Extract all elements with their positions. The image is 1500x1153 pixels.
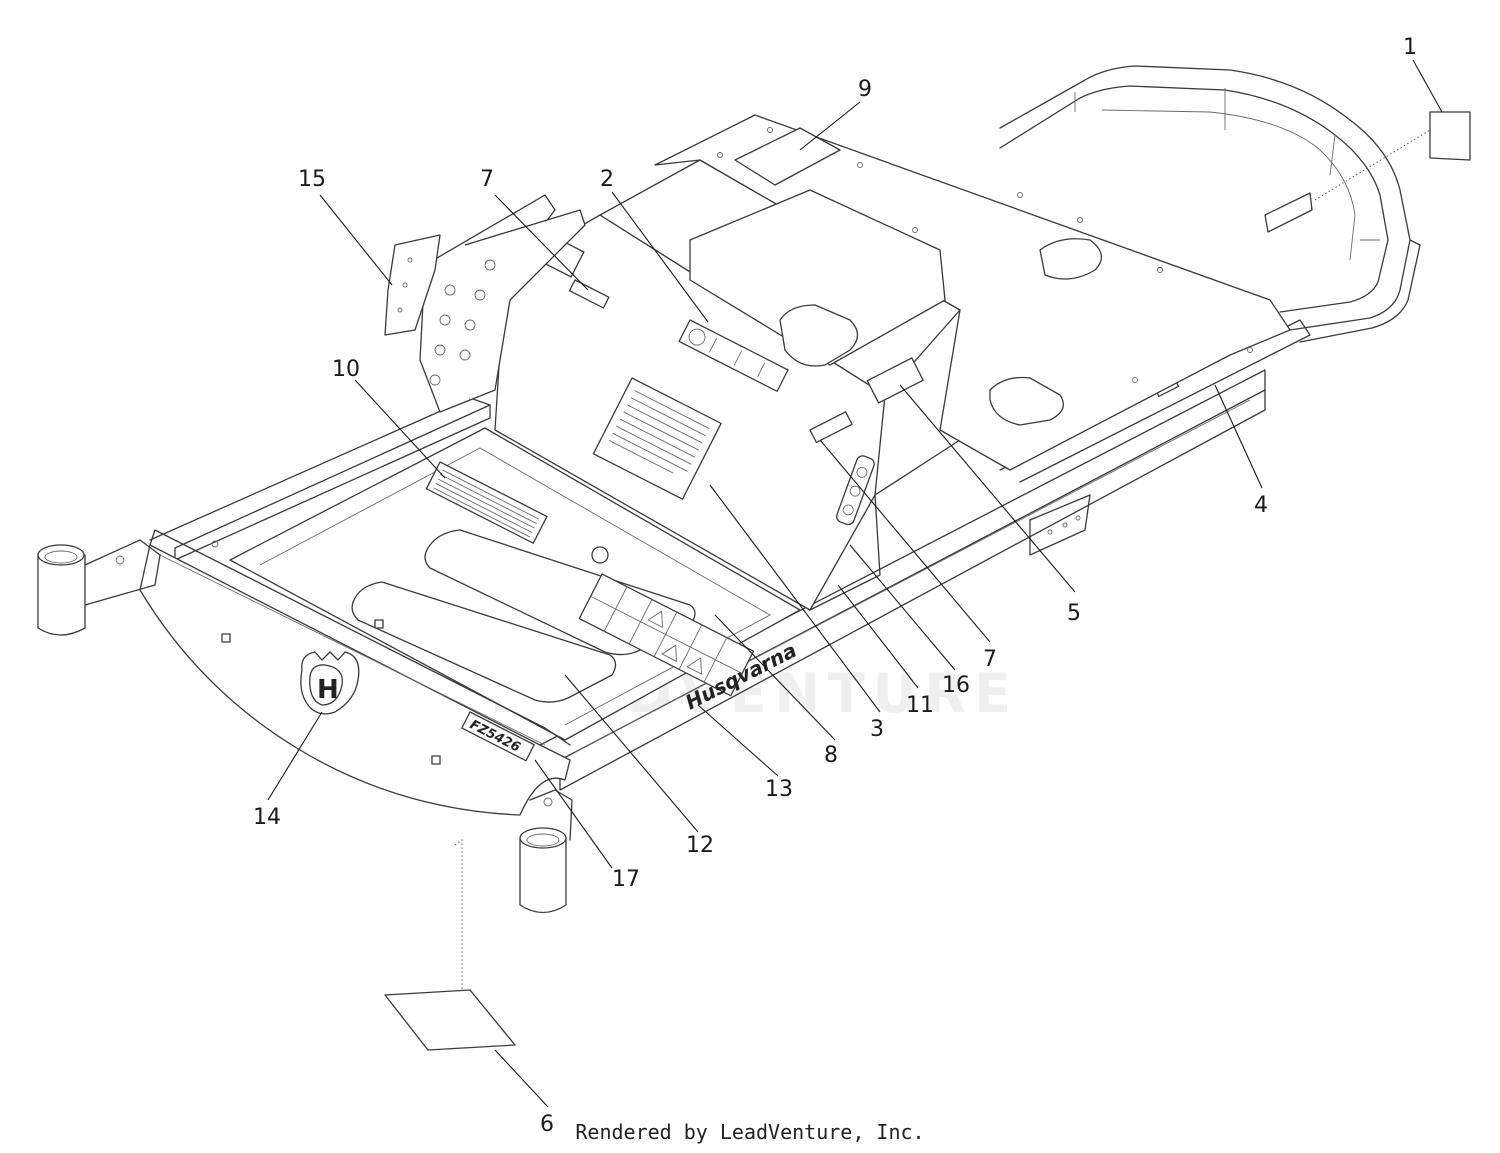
callout-14: 14 — [253, 805, 281, 830]
caster-mount-left — [37, 539, 161, 636]
decal-15 — [384, 234, 441, 336]
callout-4: 4 — [1254, 493, 1268, 518]
callout-9: 9 — [858, 77, 872, 102]
decal-2 — [678, 319, 789, 392]
callout-7b: 7 — [983, 647, 997, 672]
leader-lines — [267, 59, 1443, 1108]
footer-credit: Rendered by LeadVenture, Inc. — [575, 1120, 925, 1144]
decal-1-mount — [1264, 192, 1313, 233]
decal-8 — [578, 573, 755, 697]
front-bumper: H — [139, 529, 571, 816]
husqvarna-crown-logo: H — [300, 651, 360, 715]
decal-10 — [425, 461, 548, 544]
callout-2: 2 — [600, 167, 614, 192]
rear-frame-loop — [999, 65, 1421, 343]
callout-10: 10 — [332, 357, 360, 382]
decal-5 — [866, 357, 924, 404]
decal-3 — [592, 377, 722, 500]
svg-text:H: H — [317, 675, 339, 705]
callout-12: 12 — [686, 833, 714, 858]
callout-6: 6 — [540, 1112, 554, 1137]
decal-7b — [809, 411, 853, 444]
callout-16: 16 — [942, 673, 970, 698]
callout-7a: 7 — [480, 167, 494, 192]
callout-labels: 1 2 3 4 5 6 7 7 8 9 10 11 12 13 14 15 16… — [253, 35, 1417, 1137]
decal-9 — [734, 127, 841, 186]
callout-13: 13 — [765, 777, 793, 802]
callout-8: 8 — [824, 743, 838, 768]
callout-1: 1 — [1403, 35, 1417, 60]
side-rail-left — [149, 397, 491, 561]
callout-3: 3 — [870, 717, 884, 742]
tower-decals — [425, 279, 875, 697]
decal-7a — [568, 279, 610, 309]
decal-6 — [384, 989, 516, 1051]
seat-bracket-left — [419, 194, 586, 413]
callout-11: 11 — [906, 693, 934, 718]
decal-1 — [1429, 111, 1471, 161]
top-platform — [654, 114, 1313, 471]
caster-mount-right — [519, 789, 573, 914]
callout-5: 5 — [1067, 601, 1081, 626]
decal-16 — [836, 455, 875, 526]
callout-15: 15 — [298, 167, 326, 192]
floor-mat-12b — [351, 581, 617, 703]
callout-17: 17 — [612, 867, 640, 892]
